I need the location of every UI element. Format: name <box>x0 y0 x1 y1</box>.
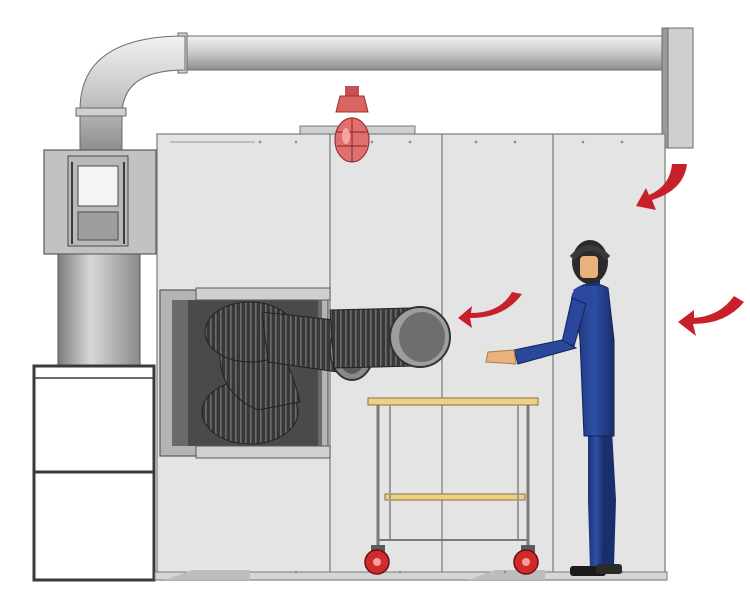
airflow-arrow-icon <box>636 164 687 210</box>
worker-figure <box>485 240 622 576</box>
exhaust-hood <box>661 27 694 149</box>
flexible-hose-icon <box>201 301 451 445</box>
overhead-exhaust-duct <box>75 32 668 151</box>
caster-wheel-icon <box>364 545 390 575</box>
fan-filter-unit <box>43 149 157 367</box>
airflow-arrow-icon <box>678 296 744 336</box>
explosion-proof-lamp-icon <box>334 86 370 163</box>
caster-wheel-icon <box>513 545 539 575</box>
airflow-arrow-icon <box>458 292 522 328</box>
rolling-cart <box>367 397 539 550</box>
support-stand <box>32 364 156 582</box>
